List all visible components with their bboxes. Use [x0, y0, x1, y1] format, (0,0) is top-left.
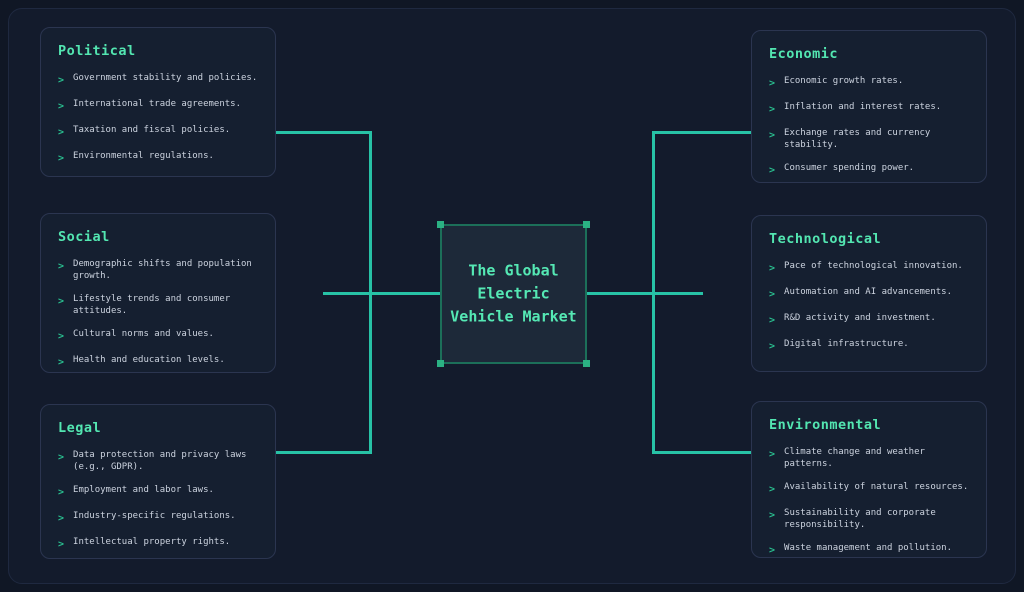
list-item: > Health and education levels. — [58, 354, 263, 369]
list-item: > Cultural norms and values. — [58, 328, 263, 343]
list-item: > Waste management and pollution. — [769, 542, 974, 557]
chevron-bullet-icon: > — [58, 296, 65, 307]
connector-economic[interactable] — [652, 131, 751, 134]
list-item: > Pace of technological innovation. — [769, 260, 974, 275]
connector-legal[interactable] — [276, 451, 372, 454]
node-social[interactable]: Social > Demographic shifts and populatio… — [40, 213, 276, 373]
item-text: Health and education levels. — [73, 355, 225, 365]
list-item: > Lifestyle trends and consumer attitudes… — [58, 293, 263, 317]
list-item: > International trade agreements. — [58, 98, 263, 113]
item-text: Sustainability and corporate responsibil… — [784, 508, 936, 530]
item-text: Demographic shifts and population growth… — [73, 259, 252, 281]
list-item: > Taxation and fiscal policies. — [58, 124, 263, 139]
chevron-bullet-icon: > — [58, 101, 65, 112]
node-central[interactable]: The Global Electric Vehicle Market — [437, 221, 590, 367]
item-text: Consumer spending power. — [784, 163, 915, 173]
list-item: > Demographic shifts and population growt… — [58, 258, 263, 282]
chevron-bullet-icon: > — [769, 510, 776, 521]
node-title: Social — [58, 229, 110, 245]
item-text: Pace of technological innovation. — [784, 261, 963, 271]
item-text: Waste management and pollution. — [784, 543, 953, 553]
node-legal[interactable]: Legal > Data protection and privacy laws … — [40, 404, 276, 559]
central-label-line: The Global — [468, 261, 559, 280]
item-text: Industry-specific regulations. — [73, 511, 236, 521]
chevron-bullet-icon: > — [58, 75, 65, 86]
central-label-line: Electric — [477, 284, 550, 303]
list-item: > Consumer spending power. — [769, 162, 974, 177]
list-item: > Intellectual property rights. — [58, 536, 263, 551]
list-item: > R&D activity and investment. — [769, 312, 974, 327]
list-item: > Climate change and weather patterns. — [769, 446, 974, 470]
list-item: > Industry-specific regulations. — [58, 510, 263, 525]
node-title: Legal — [58, 420, 102, 436]
chevron-bullet-icon: > — [58, 127, 65, 138]
list-item: > Government stability and policies. — [58, 72, 263, 87]
list-item: > Inflation and interest rates. — [769, 101, 974, 116]
chevron-bullet-icon: > — [769, 165, 776, 176]
item-text: Taxation and fiscal policies. — [73, 125, 231, 135]
chevron-bullet-icon: > — [769, 545, 776, 556]
list-item: > Automation and AI advancements. — [769, 286, 974, 301]
chevron-bullet-icon: > — [769, 78, 776, 89]
chevron-bullet-icon: > — [769, 449, 776, 460]
chevron-bullet-icon: > — [58, 331, 65, 342]
node-political[interactable]: Political > Government stability and poli… — [40, 27, 276, 177]
selection-handle[interactable] — [437, 360, 444, 367]
item-text: R&D activity and investment. — [784, 313, 936, 323]
chevron-bullet-icon: > — [58, 487, 65, 498]
selection-handle[interactable] — [437, 221, 444, 228]
selection-handle[interactable] — [583, 360, 590, 367]
chevron-bullet-icon: > — [58, 452, 65, 463]
item-text: Climate change and weather patterns. — [784, 447, 925, 469]
chevron-bullet-icon: > — [58, 153, 65, 164]
node-title: Political — [58, 43, 136, 59]
item-text: Intellectual property rights. — [73, 537, 231, 547]
item-text: International trade agreements. — [73, 99, 242, 109]
chevron-bullet-icon: > — [769, 484, 776, 495]
item-text: Cultural norms and values. — [73, 329, 214, 339]
list-item: > Sustainability and corporate responsibi… — [769, 507, 974, 531]
chevron-bullet-icon: > — [58, 513, 65, 524]
list-item: > Digital infrastructure. — [769, 338, 974, 353]
item-text: Government stability and policies. — [73, 73, 258, 83]
item-text: Automation and AI advancements. — [784, 287, 953, 297]
chevron-bullet-icon: > — [769, 104, 776, 115]
item-text: Digital infrastructure. — [784, 339, 909, 349]
chevron-bullet-icon: > — [769, 341, 776, 352]
connector-political[interactable] — [276, 131, 372, 134]
chevron-bullet-icon: > — [769, 130, 776, 141]
connector-center-right[interactable] — [587, 292, 703, 295]
chevron-bullet-icon: > — [58, 357, 65, 368]
connector-environmental[interactable] — [652, 451, 751, 454]
list-item: > Economic growth rates. — [769, 75, 974, 90]
item-text: Data protection and privacy laws (e.g., … — [73, 450, 247, 472]
central-label-line: Vehicle Market — [450, 307, 577, 326]
item-text: Economic growth rates. — [784, 76, 904, 86]
node-title: Environmental — [769, 417, 882, 433]
item-text: Exchange rates and currency stability. — [784, 128, 931, 150]
chevron-bullet-icon: > — [769, 263, 776, 274]
list-item: > Employment and labor laws. — [58, 484, 263, 499]
item-text: Inflation and interest rates. — [784, 102, 942, 112]
chevron-bullet-icon: > — [58, 261, 65, 272]
item-text: Employment and labor laws. — [73, 485, 214, 495]
connector-center-left[interactable] — [323, 292, 440, 295]
list-item: > Exchange rates and currency stability. — [769, 127, 974, 151]
node-environmental[interactable]: Environmental > Climate change and weathe… — [751, 401, 987, 558]
node-title: Technological — [769, 231, 882, 247]
list-item: > Environmental regulations. — [58, 150, 263, 165]
item-text: Environmental regulations. — [73, 151, 214, 161]
node-economic[interactable]: Economic > Economic growth rates. > Inflat… — [751, 30, 987, 183]
node-title: Economic — [769, 46, 839, 62]
item-text: Lifestyle trends and consumer attitudes. — [73, 294, 231, 316]
central-node-label: The Global Electric Vehicle Market — [442, 260, 585, 329]
list-item: > Availability of natural resources. — [769, 481, 974, 496]
chevron-bullet-icon: > — [58, 539, 65, 550]
node-technological[interactable]: Technological > Pace of technological inn… — [751, 215, 987, 372]
selection-handle[interactable] — [583, 221, 590, 228]
chevron-bullet-icon: > — [769, 289, 776, 300]
chevron-bullet-icon: > — [769, 315, 776, 326]
item-text: Availability of natural resources. — [784, 482, 969, 492]
list-item: > Data protection and privacy laws (e.g.,… — [58, 449, 263, 473]
